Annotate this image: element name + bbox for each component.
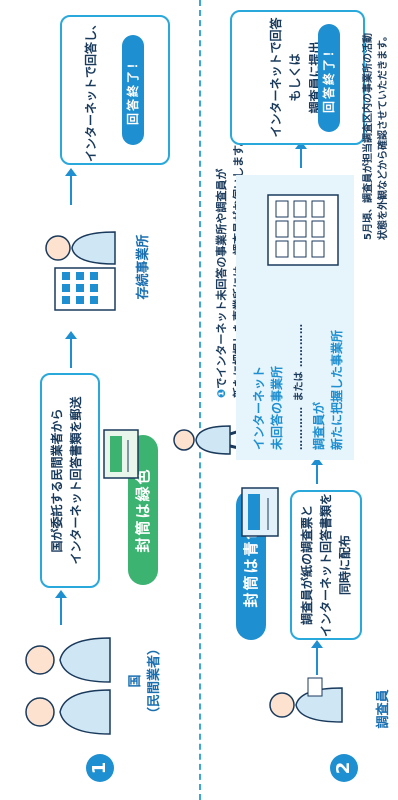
panel-line1: インターネット 未回答の事業所 — [252, 365, 284, 450]
end-box-row2: インターネットで回答 もしくは 調査員に提出 — [230, 10, 365, 145]
panel-line2: 調査員が 新たに把握した事業所 — [312, 329, 344, 450]
office-building-illustration — [45, 231, 116, 311]
surveyor-illustration — [269, 677, 343, 723]
actor-label-surveyor: 調査員 — [376, 689, 391, 729]
step-number-1: 1 — [86, 754, 114, 782]
actor-label-national: 国 （民間業者） — [128, 642, 162, 721]
flow-arrow — [300, 148, 302, 168]
step1-description-box: 国が委託する民間業者から インターネット回答書類を郵送 — [40, 373, 100, 588]
panel-or-text: または — [294, 371, 305, 402]
target-office-panel: インターネット 未回答の事業所 ………… または ………… 調査員が 新たに把握… — [236, 175, 354, 460]
answer-complete-pill-row2: 回答終了！ — [318, 24, 340, 132]
step-number-2: 2 — [330, 754, 358, 782]
flow-arrow — [60, 597, 62, 625]
business-people-illustration — [25, 637, 111, 735]
footnote: 5月頃、調査員が担当調査区内の事業所の活動 状態を外観などから確認させていただき… — [363, 31, 389, 240]
blue-envelope-icon — [241, 487, 279, 537]
end-text-row2: インターネットで回答 もしくは 調査員に提出 — [269, 17, 322, 138]
answer-complete-pill-row1: 回答終了！ — [122, 35, 144, 145]
step2-description-box: 調査員が紙の調査票と インターネット回答書類を 同時に配布 — [290, 490, 362, 640]
end-text-row1: インターネットで回答し、 — [84, 18, 98, 163]
office-label-existing: 存続事業所 — [136, 234, 151, 300]
middle-note-badge: ❶ — [215, 388, 229, 398]
flow-arrow — [316, 464, 318, 484]
flow-arrow — [70, 338, 72, 368]
panel-or: ………… または ………… — [294, 323, 305, 450]
office-building-icon — [267, 194, 339, 266]
end-box-row1: インターネットで回答し、 — [60, 15, 170, 165]
green-envelope-icon — [103, 429, 139, 479]
flow-arrow — [70, 175, 72, 205]
flow-arrow — [316, 647, 318, 675]
